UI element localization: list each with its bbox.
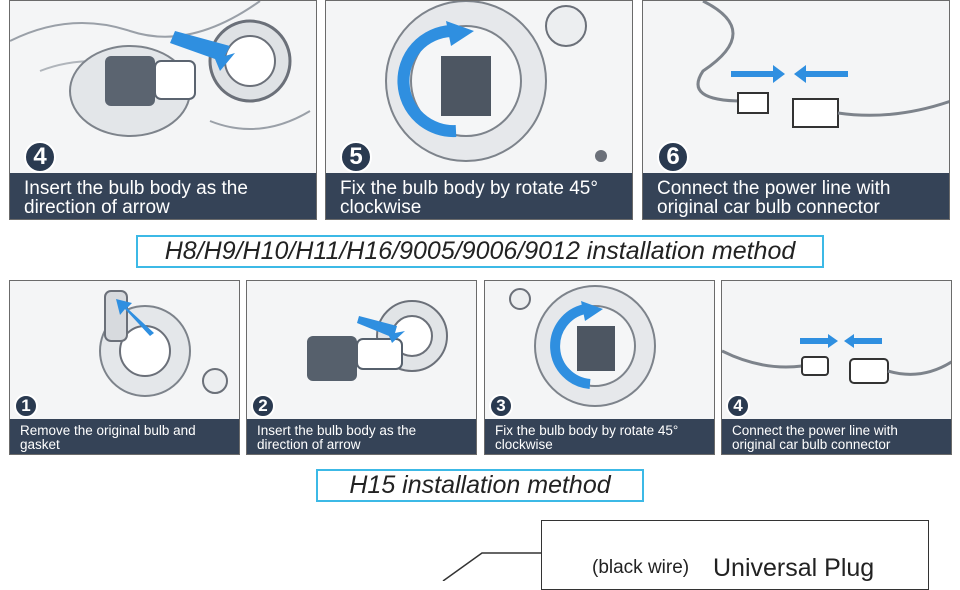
caption-line: original car bulb connector bbox=[732, 436, 891, 452]
section-title-h8-method: H8/H9/H10/H11/H16/9005/9006/9012 install… bbox=[136, 235, 824, 268]
step-panel-remove-bulb: 1 Remove the original bulb and gasket bbox=[9, 280, 240, 455]
caption-line: Insert the bulb body as the bbox=[24, 178, 248, 199]
caption-line: direction of arrow bbox=[24, 197, 170, 218]
step-number-badge: 4 bbox=[726, 394, 750, 418]
step-caption: Remove the original bulb and gasket bbox=[10, 419, 239, 454]
caption-line: clockwise bbox=[495, 436, 553, 452]
remove-bulb-illustration bbox=[99, 290, 228, 397]
connect-plug-illustration bbox=[722, 334, 951, 384]
step-number-badge: 1 bbox=[14, 394, 38, 418]
step-panel-insert-bulb: 4 Insert the bulb body as the direction … bbox=[9, 0, 317, 220]
step-panel-rotate-bulb: 5 Fix the bulb body by rotate 45° clockw… bbox=[325, 0, 633, 220]
caption-line: direction of arrow bbox=[257, 436, 361, 452]
rotate-bulb-illustration bbox=[509, 285, 656, 407]
caption-line: Fix the bulb body by rotate 45° bbox=[340, 178, 598, 199]
step-caption: Fix the bulb body by rotate 45° clockwis… bbox=[326, 173, 632, 219]
step-number-badge: 3 bbox=[489, 394, 513, 418]
section-title-h15-method: H15 installation method bbox=[316, 469, 644, 502]
wire-label: (black wire) bbox=[592, 557, 690, 578]
rotate-bulb-illustration bbox=[385, 1, 607, 162]
caption-line: original car bulb connector bbox=[657, 197, 880, 218]
caption-line: Remove the original bulb and bbox=[20, 423, 196, 438]
insert-bulb-illustration bbox=[307, 300, 448, 381]
insert-bulb-illustration bbox=[10, 1, 311, 137]
step-number-badge: 4 bbox=[24, 141, 56, 173]
caption-line: Connect the power line with bbox=[657, 178, 891, 199]
caption-line: Connect the power line with bbox=[732, 423, 898, 438]
step-caption: Insert the bulb body as the direction of… bbox=[10, 173, 316, 219]
step-caption: Connect the power line with original car… bbox=[643, 173, 949, 219]
step-number-badge: 6 bbox=[657, 141, 689, 173]
caption-line: Fix the bulb body by rotate 45° bbox=[495, 423, 679, 438]
leader-line bbox=[442, 552, 542, 581]
step-panel-rotate-bulb-h15: 3 Fix the bulb body by rotate 45° clockw… bbox=[484, 280, 715, 455]
caption-line: Insert the bulb body as the bbox=[257, 423, 417, 438]
step-caption: Connect the power line with original car… bbox=[722, 419, 951, 454]
step-panel-insert-bulb-h15: 2 Insert the bulb body as the direction … bbox=[246, 280, 477, 455]
step-panel-connect-power-h15: 4 Connect the power line with original c… bbox=[721, 280, 952, 455]
caption-line: clockwise bbox=[340, 197, 422, 218]
universal-plug-box: (black wire) Universal Plug bbox=[541, 520, 929, 590]
step-number-badge: 2 bbox=[251, 394, 275, 418]
plug-name: Universal Plug bbox=[713, 554, 875, 582]
caption-line: gasket bbox=[20, 436, 60, 452]
step-number-badge: 5 bbox=[340, 141, 372, 173]
step-caption: Insert the bulb body as the direction of… bbox=[247, 419, 476, 454]
connect-plug-illustration bbox=[696, 1, 949, 128]
step-caption: Fix the bulb body by rotate 45° clockwis… bbox=[485, 419, 714, 454]
step-panel-connect-power: 6 Connect the power line with original c… bbox=[642, 0, 950, 220]
